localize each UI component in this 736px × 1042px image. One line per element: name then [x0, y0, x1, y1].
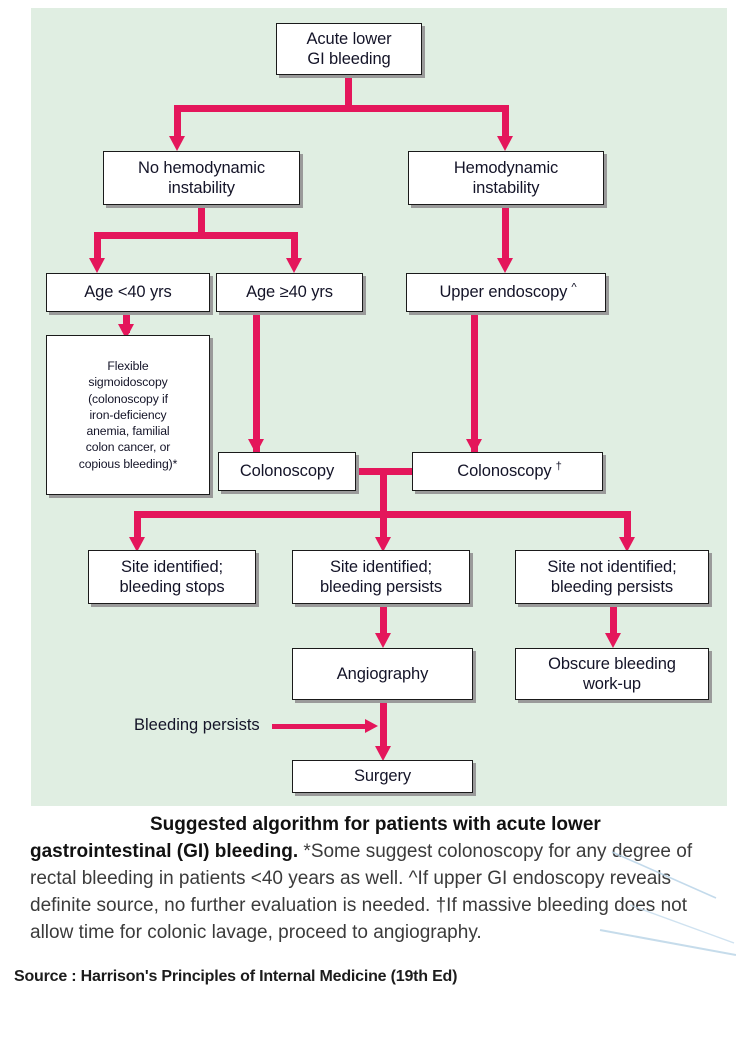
- arrowhead-to-angiography: [375, 633, 391, 648]
- connector-to-site-id-persists: [380, 511, 387, 540]
- node-instability-line1: Hemodynamic: [453, 158, 559, 177]
- node-site-id-stops-line2: bleeding stops: [119, 578, 225, 596]
- node-age-under-40: Age <40 yrs: [46, 273, 210, 312]
- connector-upper-endoscopy-to-colonoscopy: [471, 312, 478, 452]
- node-flexsig-line6: colon cancer, or: [85, 440, 171, 455]
- connector-level1-bar: [174, 105, 509, 112]
- node-flexible-sigmoidoscopy: Flexible sigmoidoscopy (colonoscopy if i…: [46, 335, 210, 495]
- node-flexsig-line1: Flexible: [107, 359, 149, 374]
- node-obscure-line2: work-up: [582, 675, 641, 693]
- connector-instability-to-upper-endoscopy: [502, 205, 509, 261]
- caption-body: *Some suggest colonoscopy for any degree…: [30, 840, 693, 943]
- node-no-instability-line2: instability: [168, 179, 235, 197]
- node-root-line1: Acute lower: [306, 29, 392, 48]
- node-colonoscopy-dagger: Colonoscopy†: [412, 452, 603, 491]
- connector-to-age-over-40: [291, 232, 298, 261]
- connector-age-bar: [94, 232, 298, 239]
- node-site-id-stops-line1: Site identified;: [120, 557, 224, 576]
- arrowhead-to-no-instability: [169, 136, 185, 151]
- node-site-id-persists-line1: Site identified;: [329, 557, 433, 576]
- connector-to-site-not-identified: [624, 511, 631, 540]
- node-flexsig-line4: iron-deficiency: [89, 407, 167, 422]
- connector-to-age-under-40: [94, 232, 101, 261]
- node-no-instability-line1: No hemodynamic: [138, 158, 265, 177]
- arrowhead-to-site-id-stops: [129, 537, 145, 552]
- arrowhead-to-site-not-identified: [619, 537, 635, 552]
- figure-caption: Suggested algorithm for patients with ac…: [30, 812, 706, 947]
- node-colonoscopy-right-label: Colonoscopy: [457, 462, 552, 481]
- connector-angiography-to-surgery: [380, 700, 387, 753]
- node-site-identified-bleeding-persists: Site identified; bleeding persists: [292, 550, 470, 604]
- node-flexsig-line7: copious bleeding)*: [78, 456, 178, 471]
- node-upper-endoscopy-footnote-marker: ^: [571, 281, 577, 294]
- arrowhead-to-colonoscopy-right: [466, 439, 482, 454]
- node-upper-endoscopy-label: Upper endoscopy: [439, 283, 568, 302]
- node-age-under-40-label: Age <40 yrs: [84, 283, 172, 302]
- caption-lead: Suggested algorithm for patients with ac…: [30, 814, 601, 862]
- node-surgery-label: Surgery: [353, 767, 412, 786]
- connector-to-angiography: [380, 604, 387, 640]
- node-angiography: Angiography: [292, 648, 473, 700]
- arrowhead-to-obscure-workup: [605, 633, 621, 648]
- node-hemodynamic-instability: Hemodynamic instability: [408, 151, 604, 205]
- connector-age-over-40-to-colonoscopy: [253, 312, 260, 452]
- arrowhead-to-age-over-40: [286, 258, 302, 273]
- arrowhead-to-instability: [497, 136, 513, 151]
- connector-to-site-id-stops: [134, 511, 141, 540]
- node-obscure-bleeding-workup: Obscure bleeding work-up: [515, 648, 709, 700]
- arrowhead-bleeding-persists: [365, 719, 378, 733]
- node-age-over-40: Age ≥40 yrs: [216, 273, 363, 312]
- connector-to-no-instability: [174, 105, 181, 139]
- node-flexsig-line2: sigmoidoscopy: [88, 375, 168, 390]
- arrowhead-to-colonoscopy-left: [248, 439, 264, 454]
- connector-age-under-40-to-flexsig: [123, 312, 130, 333]
- connector-to-obscure-workup: [610, 604, 617, 640]
- node-age-over-40-label: Age ≥40 yrs: [246, 283, 333, 302]
- node-site-not-id-line1: Site not identified;: [547, 557, 677, 576]
- node-colonoscopy-left: Colonoscopy: [218, 452, 356, 491]
- flowchart-panel: Acute lower GI bleeding No hemodynamic i…: [31, 8, 727, 806]
- node-root-line2: GI bleeding: [307, 50, 391, 68]
- node-upper-endoscopy: Upper endoscopy^: [406, 273, 606, 312]
- node-obscure-line1: Obscure bleeding: [548, 654, 676, 673]
- connector-no-instability-stem: [198, 205, 205, 235]
- connector-colonoscopy-drop: [380, 468, 387, 515]
- node-site-not-identified-bleeding-persists: Site not identified; bleeding persists: [515, 550, 709, 604]
- node-instability-line2: instability: [472, 179, 540, 197]
- connector-root-stem: [345, 75, 352, 108]
- arrowhead-to-age-under-40: [89, 258, 105, 273]
- arrowhead-to-surgery: [375, 746, 391, 761]
- node-acute-lower-gi-bleeding: Acute lower GI bleeding: [276, 23, 422, 75]
- arrowhead-to-site-id-persists: [375, 537, 391, 552]
- node-colonoscopy-footnote-marker: †: [555, 460, 562, 473]
- node-angiography-label: Angiography: [336, 664, 429, 683]
- connector-bleeding-persists: [272, 724, 368, 729]
- node-flexsig-line3: (colonoscopy if: [88, 391, 168, 406]
- node-colonoscopy-left-label: Colonoscopy: [239, 462, 335, 481]
- node-site-id-persists-line2: bleeding persists: [319, 578, 443, 596]
- source-attribution: Source : Harrison's Principles of Intern…: [14, 968, 458, 985]
- node-surgery: Surgery: [292, 760, 473, 793]
- node-flexsig-line5: anemia, familial: [86, 424, 170, 439]
- node-no-hemodynamic-instability: No hemodynamic instability: [103, 151, 300, 205]
- arrowhead-to-upper-endoscopy: [497, 258, 513, 273]
- node-site-not-id-line2: bleeding persists: [550, 578, 674, 596]
- node-site-identified-bleeding-stops: Site identified; bleeding stops: [88, 550, 256, 604]
- edge-label-bleeding-persists: Bleeding persists: [134, 716, 260, 734]
- connector-to-instability: [502, 105, 509, 139]
